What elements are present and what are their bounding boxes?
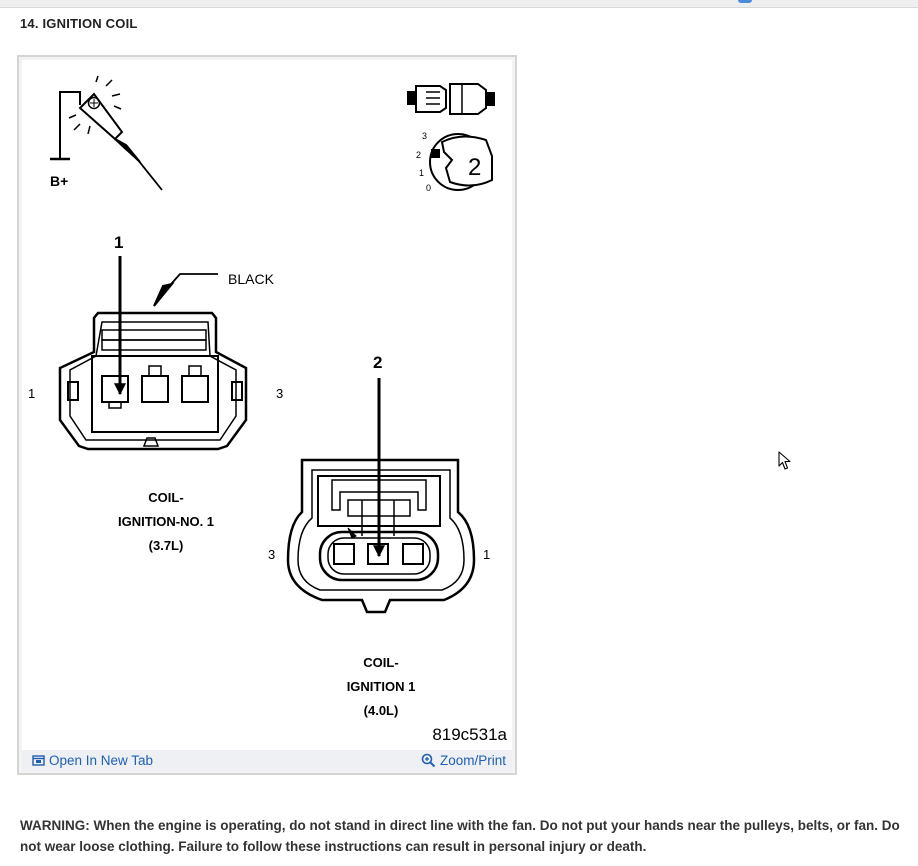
coil-connector-3-7l [58, 311, 248, 451]
mouse-cursor-icon [778, 451, 791, 470]
coil-name-4-0l: COIL- IGNITION 1 (4.0L) [347, 655, 416, 718]
svg-text:(3.7L): (3.7L) [149, 538, 184, 553]
ignition-key-icon: 2 3 2 1 0 [416, 131, 493, 193]
zoom-in-icon [421, 753, 436, 768]
figure-code: 819c531a [432, 725, 507, 744]
svg-text:1: 1 [419, 168, 424, 178]
section-title: 14. IGNITION COIL [20, 16, 138, 31]
svg-text:2: 2 [416, 150, 421, 160]
diagram-area[interactable]: B+ 2 3 2 1 0 [22, 60, 512, 750]
wire-leader-arrow [153, 282, 175, 307]
warning-text: WARNING: When the engine is operating, d… [20, 818, 900, 854]
toolbar-accent-icon [738, 0, 752, 3]
arrow-number-1: 1 [114, 233, 123, 252]
battery-label: B+ [50, 173, 68, 189]
open-in-new-tab-link[interactable]: Open In New Tab [32, 753, 153, 768]
svg-text:COIL-: COIL- [363, 655, 398, 670]
pin-label-left-4-0l: 3 [268, 547, 275, 562]
figure-footer-bar: Open In New Tab Zoom/Print [22, 750, 512, 771]
arrow-number-2: 2 [373, 353, 382, 372]
figure-frame: B+ 2 3 2 1 0 [17, 55, 517, 775]
pin-label-right-4-0l: 1 [483, 547, 490, 562]
svg-text:COIL-: COIL- [148, 490, 183, 505]
connector-disconnect-icon [407, 83, 495, 115]
pin-label-right-3-7l: 3 [276, 386, 283, 401]
test-light-probe-icon [50, 75, 163, 191]
svg-text:(4.0L): (4.0L) [364, 703, 399, 718]
new-tab-icon [32, 755, 45, 766]
coil-connector-4-0l [286, 458, 476, 614]
connector-diagram: B+ 2 3 2 1 0 [28, 75, 508, 744]
zoom-print-label: Zoom/Print [439, 753, 506, 768]
open-in-new-tab-label: Open In New Tab [49, 753, 154, 768]
pin-label-left-3-7l: 1 [28, 386, 35, 401]
svg-text:IGNITION-NO. 1: IGNITION-NO. 1 [118, 514, 214, 529]
svg-text:3: 3 [422, 131, 427, 141]
coil-name-3-7l: COIL- IGNITION-NO. 1 (3.7L) [118, 490, 214, 553]
key-position-number: 2 [468, 154, 481, 181]
svg-text:IGNITION 1: IGNITION 1 [347, 679, 416, 694]
top-toolbar-strip [0, 0, 918, 8]
svg-text:0: 0 [426, 183, 431, 193]
wire-color-label: BLACK [228, 271, 275, 287]
zoom-print-link[interactable]: Zoom/Print [421, 753, 506, 768]
